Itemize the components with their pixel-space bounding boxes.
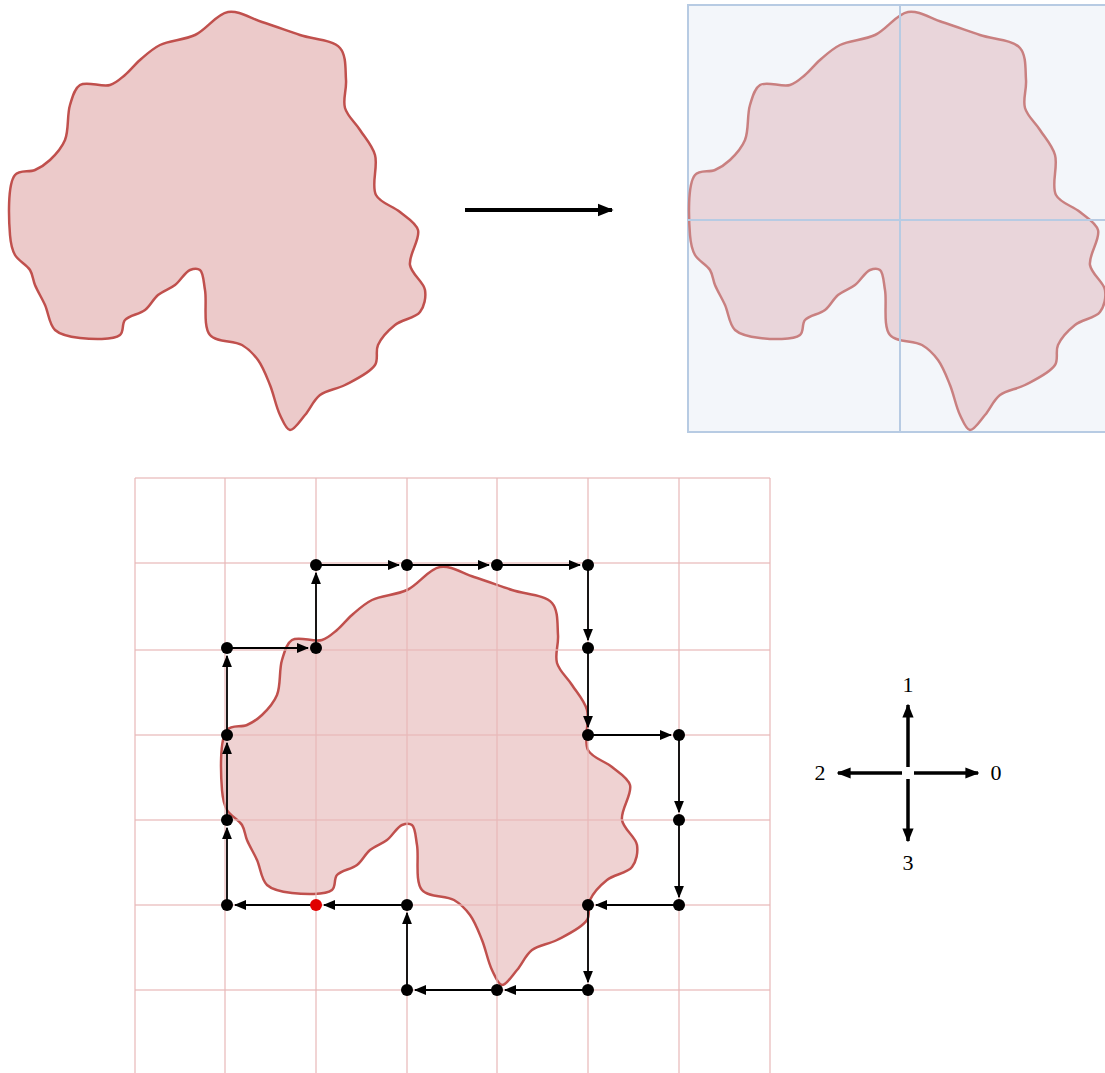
chain-point xyxy=(221,642,233,654)
chain-point xyxy=(491,559,503,571)
grid-line xyxy=(134,478,136,1073)
chain-arrow xyxy=(596,904,679,906)
shape-blob xyxy=(9,12,425,430)
direction-arrow xyxy=(838,771,902,775)
chain-point xyxy=(401,559,413,571)
grid-line xyxy=(224,478,226,1073)
chain-arrow xyxy=(678,820,680,897)
chain-arrow xyxy=(315,573,317,648)
direction-arrow xyxy=(906,705,910,767)
chain-arrow xyxy=(226,656,228,735)
direction-arrow xyxy=(914,771,978,775)
chain-point xyxy=(221,729,233,741)
grid-line xyxy=(769,478,771,1073)
chain-point xyxy=(582,559,594,571)
chain-point xyxy=(221,814,233,826)
chain-point xyxy=(401,984,413,996)
chain-arrow xyxy=(227,647,308,649)
chain-point xyxy=(582,899,594,911)
start-point xyxy=(310,899,322,911)
grid-line xyxy=(678,478,680,1073)
chain-point xyxy=(582,984,594,996)
chain-point xyxy=(310,642,322,654)
grid-line xyxy=(688,219,1105,221)
direction-code: 1 xyxy=(903,674,914,696)
grid-panel xyxy=(688,5,1105,432)
chain-arrow xyxy=(316,564,399,566)
chain-arrow xyxy=(324,904,407,906)
chain-arrow xyxy=(406,913,408,990)
grid-line xyxy=(899,5,901,432)
chain-arrow xyxy=(678,735,680,812)
chain-arrow xyxy=(226,828,228,905)
chain-arrow xyxy=(587,648,589,727)
shape-blob xyxy=(221,567,637,985)
grid-line xyxy=(135,562,770,564)
grid-line xyxy=(135,477,770,479)
chain-arrow xyxy=(588,734,671,736)
chain-point xyxy=(582,729,594,741)
chain-arrow xyxy=(505,989,588,991)
chain-point xyxy=(491,984,503,996)
chain-arrow xyxy=(415,989,497,991)
chain-arrow xyxy=(407,564,489,566)
chain-point xyxy=(310,559,322,571)
chain-point xyxy=(673,899,685,911)
chain-arrow xyxy=(497,564,580,566)
chain-point xyxy=(401,899,413,911)
grid-line xyxy=(135,989,770,991)
chain-point xyxy=(673,729,685,741)
chain-arrow xyxy=(235,904,316,906)
direction-arrow xyxy=(906,779,910,841)
chain-point xyxy=(673,814,685,826)
transform-arrow xyxy=(465,208,612,212)
chain-arrow xyxy=(587,565,589,640)
direction-code: 0 xyxy=(991,762,1002,784)
chain-arrow xyxy=(587,905,589,982)
chain-point xyxy=(582,642,594,654)
direction-code: 3 xyxy=(903,852,914,874)
chain-arrow xyxy=(226,743,228,820)
chain-point xyxy=(221,899,233,911)
direction-code: 2 xyxy=(815,762,826,784)
